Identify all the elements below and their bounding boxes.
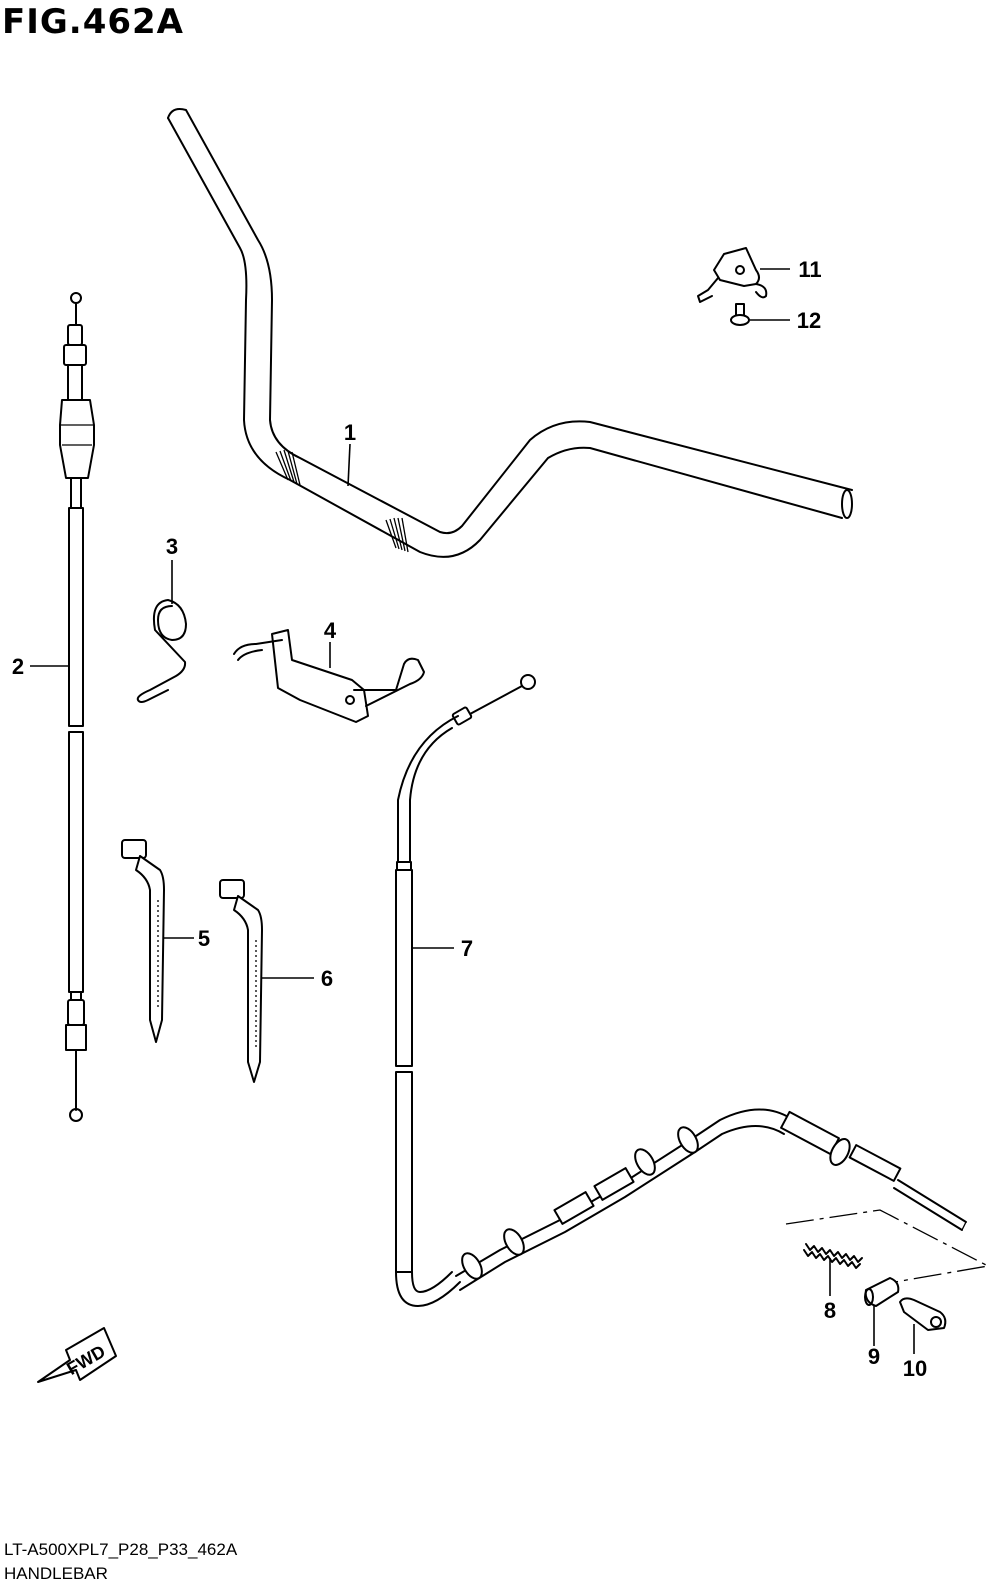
callout-3: 3	[166, 534, 178, 559]
brake-cable-part-7[interactable]	[395, 674, 967, 1307]
figure-title: FIG.462A	[2, 2, 184, 42]
throttle-cable-part[interactable]	[59, 292, 95, 1122]
callout-1: 1	[344, 420, 356, 445]
callout-10: 10	[903, 1356, 927, 1381]
leader-lines	[30, 268, 915, 1354]
callout-12: 12	[797, 308, 821, 333]
collar-part-9[interactable]	[864, 1277, 900, 1307]
callout-11: 11	[798, 257, 821, 282]
callout-9: 9	[868, 1344, 880, 1369]
diagram-code: LT-A500XPL7_P28_P33_462A	[4, 1540, 238, 1559]
adjuster-part-10[interactable]	[899, 1297, 947, 1331]
callout-2: 2	[12, 654, 24, 679]
callout-4: 4	[324, 618, 337, 643]
handlebar-part[interactable]	[167, 108, 853, 558]
callout-5: 5	[198, 926, 210, 951]
cable-tie-part-6[interactable]	[219, 879, 263, 1083]
bracket-part-4[interactable]	[233, 629, 425, 723]
screw-part-12[interactable]	[730, 303, 750, 326]
callout-7: 7	[461, 936, 473, 961]
diagram-name: HANDLEBAR	[4, 1564, 108, 1583]
callout-labels: 1 2 3 4 5 6 7 8 9 10 11 12	[12, 257, 927, 1381]
cable-tie-part-5[interactable]	[121, 839, 165, 1043]
forward-arrow-icon: FWD	[37, 1327, 117, 1383]
spring-part-8[interactable]	[803, 1243, 863, 1269]
callout-8: 8	[824, 1298, 836, 1323]
clip-part-3[interactable]	[136, 599, 187, 703]
callout-6: 6	[321, 966, 333, 991]
switch-bracket-part-11[interactable]	[697, 247, 768, 303]
